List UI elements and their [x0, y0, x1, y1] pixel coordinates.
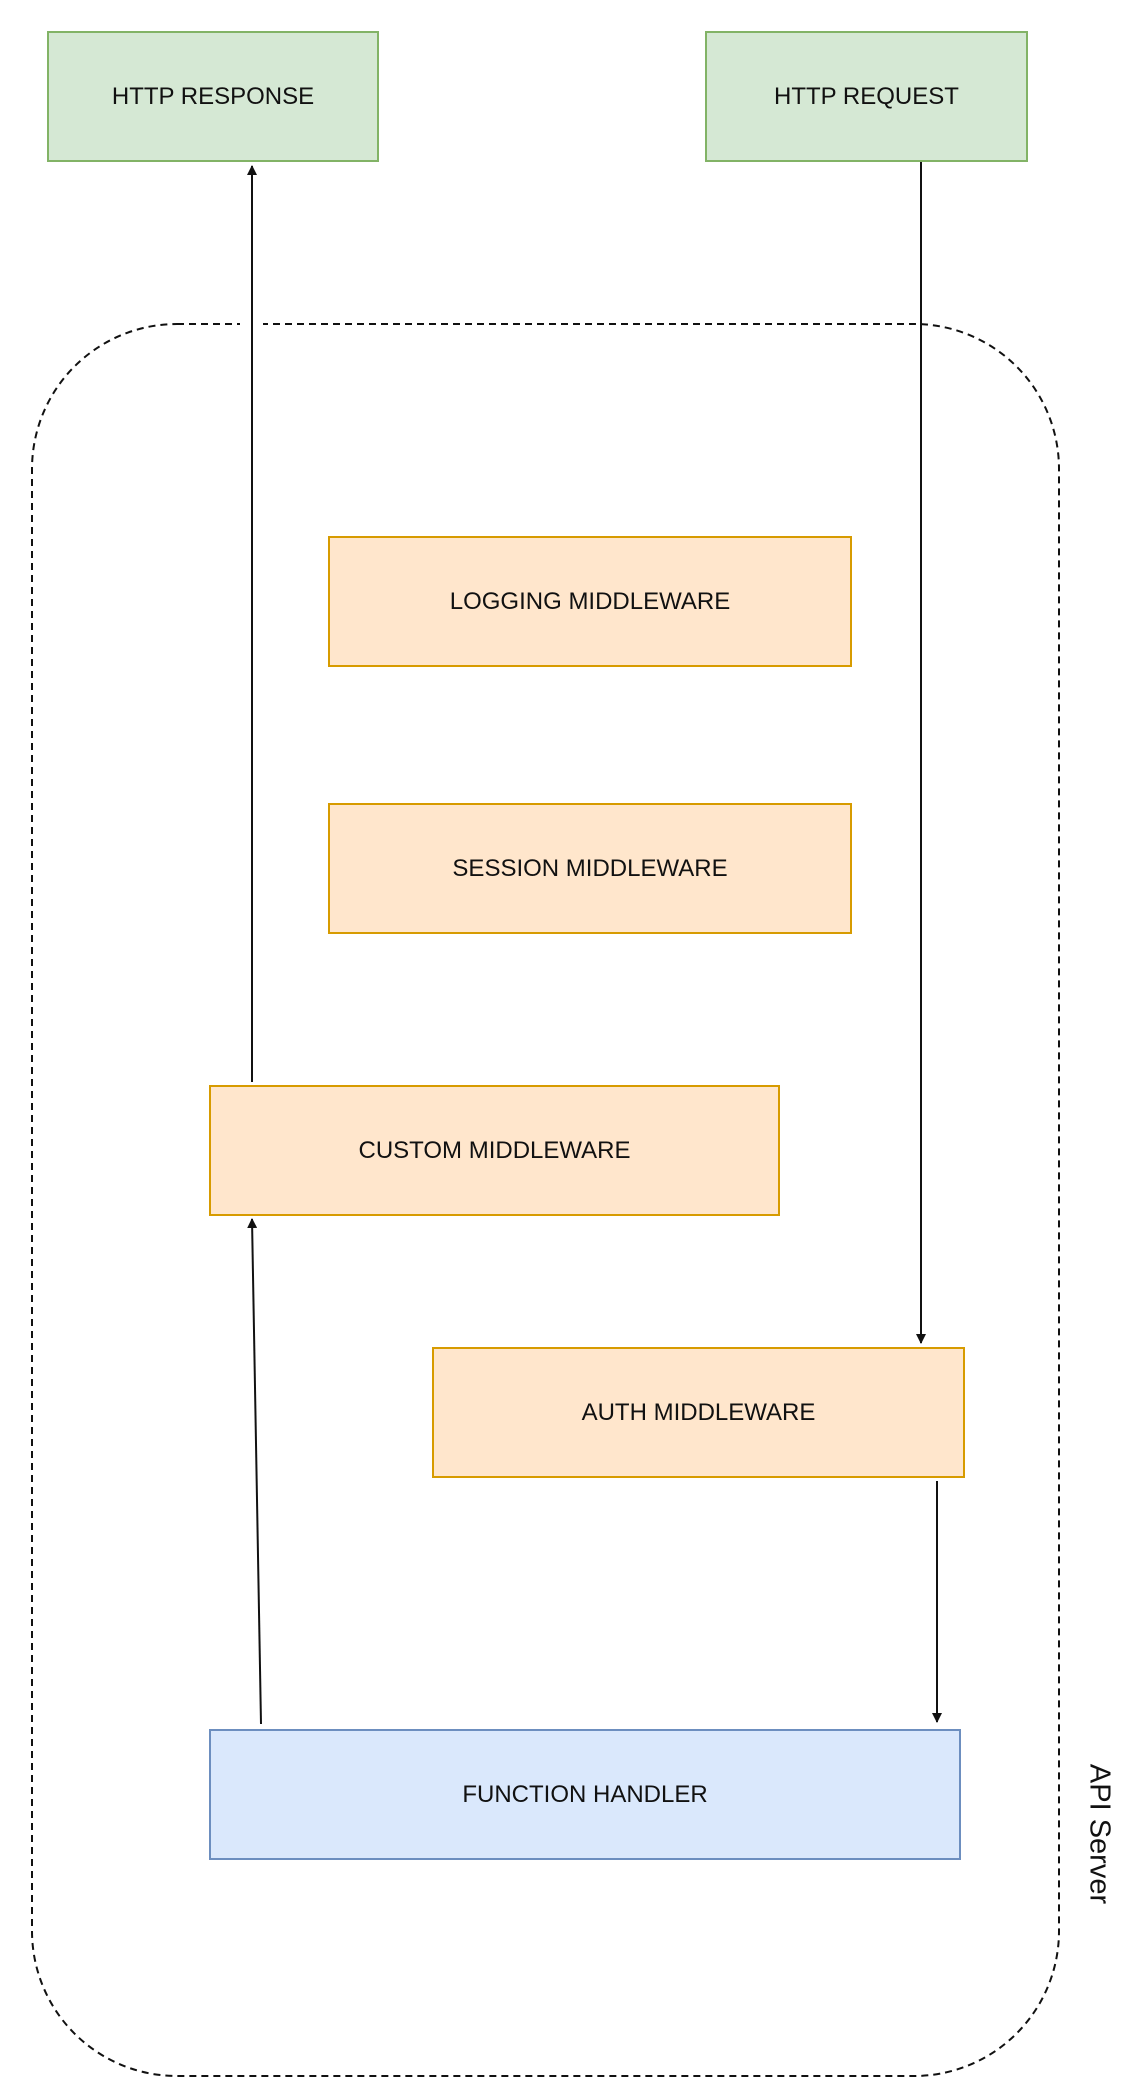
http-request-label: HTTP REQUEST — [774, 82, 959, 110]
auth-middleware-node: AUTH MIDDLEWARE — [432, 1347, 965, 1478]
http-response-node: HTTP RESPONSE — [47, 31, 379, 162]
api-server-label: API Server — [1083, 1763, 1116, 1905]
function-handler-node: FUNCTION HANDLER — [209, 1729, 961, 1860]
session-middleware-label: SESSION MIDDLEWARE — [452, 854, 728, 882]
custom-middleware-label: CUSTOM MIDDLEWARE — [358, 1136, 631, 1164]
http-response-label: HTTP RESPONSE — [111, 82, 315, 110]
api-server-container — [31, 323, 1060, 2077]
arrow-handler-to-custom — [247, 1218, 262, 1725]
logging-middleware-node: LOGGING MIDDLEWARE — [328, 536, 852, 667]
http-request-node: HTTP REQUEST — [705, 31, 1028, 162]
custom-middleware-node: CUSTOM MIDDLEWARE — [209, 1085, 780, 1216]
session-middleware-node: SESSION MIDDLEWARE — [328, 803, 852, 934]
function-handler-label: FUNCTION HANDLER — [462, 1780, 708, 1808]
logging-middleware-label: LOGGING MIDDLEWARE — [449, 587, 731, 615]
auth-middleware-label: AUTH MIDDLEWARE — [581, 1398, 816, 1426]
